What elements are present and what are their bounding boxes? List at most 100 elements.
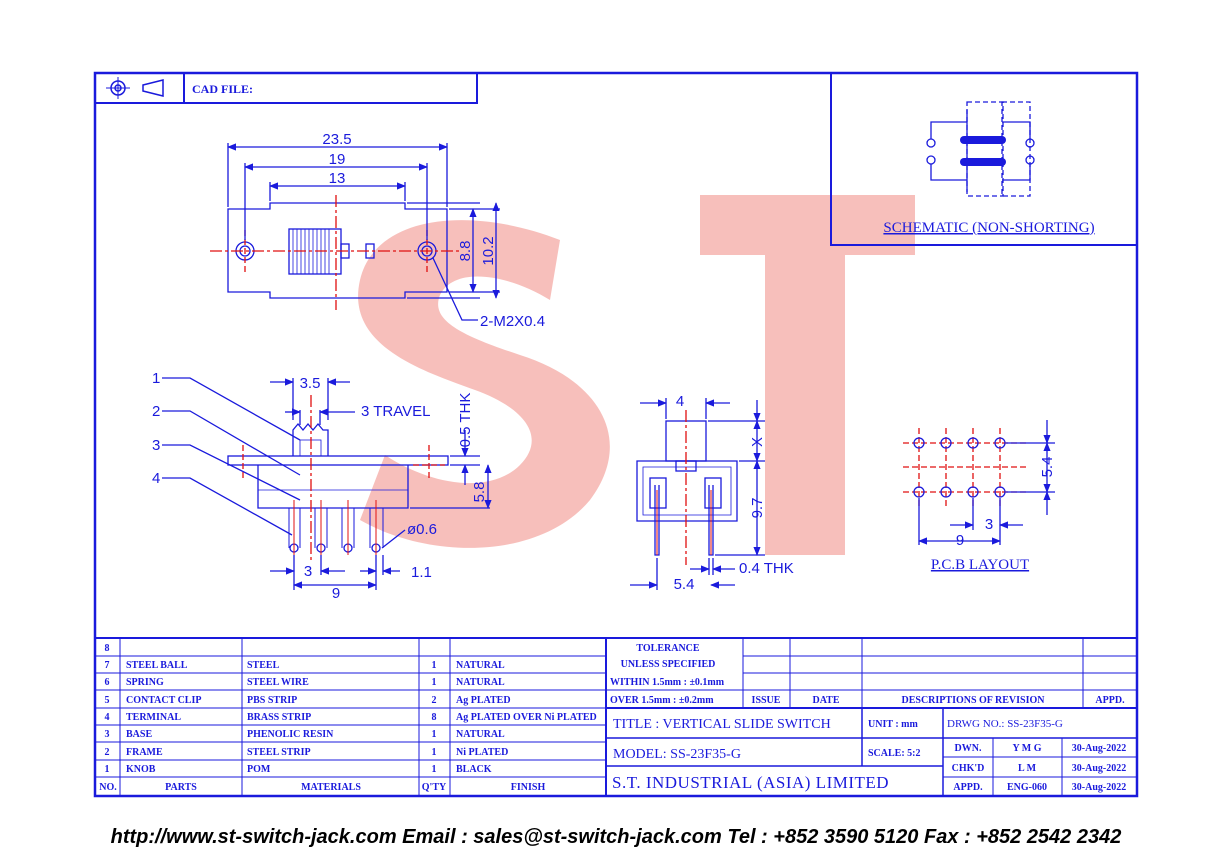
dim-13: 13	[329, 170, 346, 187]
bom-no: 3	[105, 729, 110, 740]
tolerance-line1: TOLERANCE	[636, 643, 699, 654]
revision-date: DATE	[812, 695, 839, 706]
callout-1: 1	[152, 370, 160, 387]
dim-9-7: 9.7	[749, 498, 766, 519]
dim-5-4: 5.4	[674, 576, 695, 593]
front-view-dimensions: 3.5 3 TRAVEL 0.5 THK 5.8 ø0.6 3 9 1.1 1 …	[152, 370, 488, 602]
bom-part: KNOB	[126, 764, 156, 775]
front-view	[162, 377, 492, 590]
bom-material: STEEL WIRE	[247, 677, 309, 688]
bom-part: BASE	[126, 729, 152, 740]
thk-0-4: 0.4 THK	[739, 560, 794, 577]
schematic-title: SCHEMATIC (NON-SHORTING)	[883, 220, 1094, 236]
dim-1-1: 1.1	[411, 564, 432, 581]
appd-label: APPD.	[953, 782, 983, 793]
bom-header-no: NO.	[99, 782, 117, 793]
schematic-panel: SCHEMATIC (NON-SHORTING)	[830, 72, 1138, 246]
bom-material: PBS STRIP	[247, 695, 297, 706]
bom-header-materials: MATERIALS	[301, 782, 361, 793]
dim-10-2: 10.2	[480, 236, 497, 265]
bom-header-qty: Q'TY	[422, 782, 447, 793]
bom-part: SPRING	[126, 677, 164, 688]
tolerance-line4: OVER 1.5mm : ±0.2mm	[610, 695, 714, 706]
bom-material: POM	[247, 764, 271, 775]
bom-finish: NATURAL	[456, 729, 505, 740]
bom-part: TERMINAL	[126, 712, 181, 723]
scale-label: SCALE: 5:2	[868, 748, 921, 759]
dim-23-5: 23.5	[322, 131, 351, 148]
pcb-dim-3: 3	[985, 516, 993, 533]
revision-header: ISSUE DATE DESCRIPTIONS OF REVISION APPD…	[752, 695, 1126, 706]
bom-no: 1	[105, 764, 110, 775]
appd-name: ENG-060	[1007, 782, 1047, 793]
revision-issue: ISSUE	[752, 695, 781, 706]
bom-row: 5 CONTACT CLIP PBS STRIP 2 Ag PLATED	[105, 695, 511, 706]
thk-dim: 0.5 THK	[457, 393, 474, 448]
dwn-name: Y M G	[1012, 743, 1041, 754]
top-view-dimensions: 23.5 19 13 8.8 10.2 2-M2X0.4	[322, 131, 545, 330]
bom-row: 2 FRAME STEEL STRIP 1 Ni PLATED	[105, 747, 509, 758]
bom-row: 7 STEEL BALL STEEL 1 NATURAL	[105, 660, 506, 671]
company-name: S.T. INDUSTRIAL (ASIA) LIMITED	[612, 773, 889, 792]
bom-header-parts: PARTS	[165, 782, 197, 793]
callout-4: 4	[152, 470, 160, 487]
st-watermark-logo	[358, 195, 915, 555]
dim-3-5: 3.5	[300, 375, 321, 392]
bom-material: STEEL	[247, 660, 280, 671]
pcb-dim-5-4: 5.4	[1039, 457, 1056, 478]
dim-5-8: 5.8	[471, 482, 488, 503]
bom-finish: Ag PLATED OVER Ni PLATED	[456, 712, 597, 723]
dwn-label: DWN.	[955, 743, 982, 754]
bom-no: 7	[105, 660, 110, 671]
title-block-grid	[606, 638, 1137, 796]
contact-footer: http://www.st-switch-jack.com Email : sa…	[110, 826, 1122, 848]
bom-qty: 1	[432, 729, 437, 740]
cad-file-box: CAD FILE:	[94, 72, 478, 104]
dim-3: 3	[304, 563, 312, 580]
chkd-name: L M	[1018, 763, 1037, 774]
dim-9: 9	[332, 585, 340, 602]
tolerance-line2: UNLESS SPECIFIED	[621, 659, 716, 670]
bom-qty: 1	[432, 660, 437, 671]
bom-no: 2	[105, 747, 110, 758]
bom-finish: Ag PLATED	[456, 695, 511, 706]
pcb-layout-title: P.C.B LAYOUT	[931, 557, 1029, 573]
bom-finish: NATURAL	[456, 677, 505, 688]
bom-qty: 2	[432, 695, 437, 706]
top-view	[210, 143, 500, 321]
drawing-border	[93, 71, 1139, 798]
chkd-date: 30-Aug-2022	[1072, 763, 1126, 774]
bom-row: 6 SPRING STEEL WIRE 1 NATURAL	[105, 677, 506, 688]
bom-material: PHENOLIC RESIN	[247, 729, 334, 740]
dwn-date: 30-Aug-2022	[1072, 743, 1126, 754]
dim-8-8: 8.8	[457, 241, 474, 262]
dim-x: X	[749, 437, 766, 447]
bom-no: 5	[105, 695, 110, 706]
bom-part: FRAME	[126, 747, 163, 758]
dim-4: 4	[676, 393, 684, 410]
title-block: TITLE : VERTICAL SLIDE SWITCH UNIT : mm …	[612, 717, 1126, 793]
bom-qty: 1	[432, 677, 437, 688]
bom-rows: 8 7 STEEL BALL STEEL 1 NATURAL 6 SPRING …	[99, 643, 597, 793]
hole-note: 2-M2X0.4	[480, 313, 545, 330]
appd-date: 30-Aug-2022	[1072, 782, 1126, 793]
bom-table	[95, 637, 1137, 796]
bom-qty: 8	[432, 712, 437, 723]
bom-no: 8	[105, 643, 110, 654]
chkd-label: CHK'D	[952, 763, 985, 774]
bom-no: 4	[105, 712, 110, 723]
first-angle-projection-icon	[106, 77, 164, 99]
bom-finish: BLACK	[456, 764, 492, 775]
bom-finish: Ni PLATED	[456, 747, 508, 758]
bom-row: 8	[105, 643, 110, 654]
bom-qty: 1	[432, 764, 437, 775]
bom-qty: 1	[432, 747, 437, 758]
pcb-dim-9: 9	[956, 532, 964, 549]
revision-appd: APPD.	[1095, 695, 1125, 706]
bom-part: CONTACT CLIP	[126, 695, 201, 706]
drawing-title: TITLE : VERTICAL SLIDE SWITCH	[613, 717, 831, 732]
pcb-layout	[903, 420, 1055, 545]
bom-row: 4 TERMINAL BRASS STRIP 8 Ag PLATED OVER …	[105, 712, 597, 723]
dim-19: 19	[329, 151, 346, 168]
